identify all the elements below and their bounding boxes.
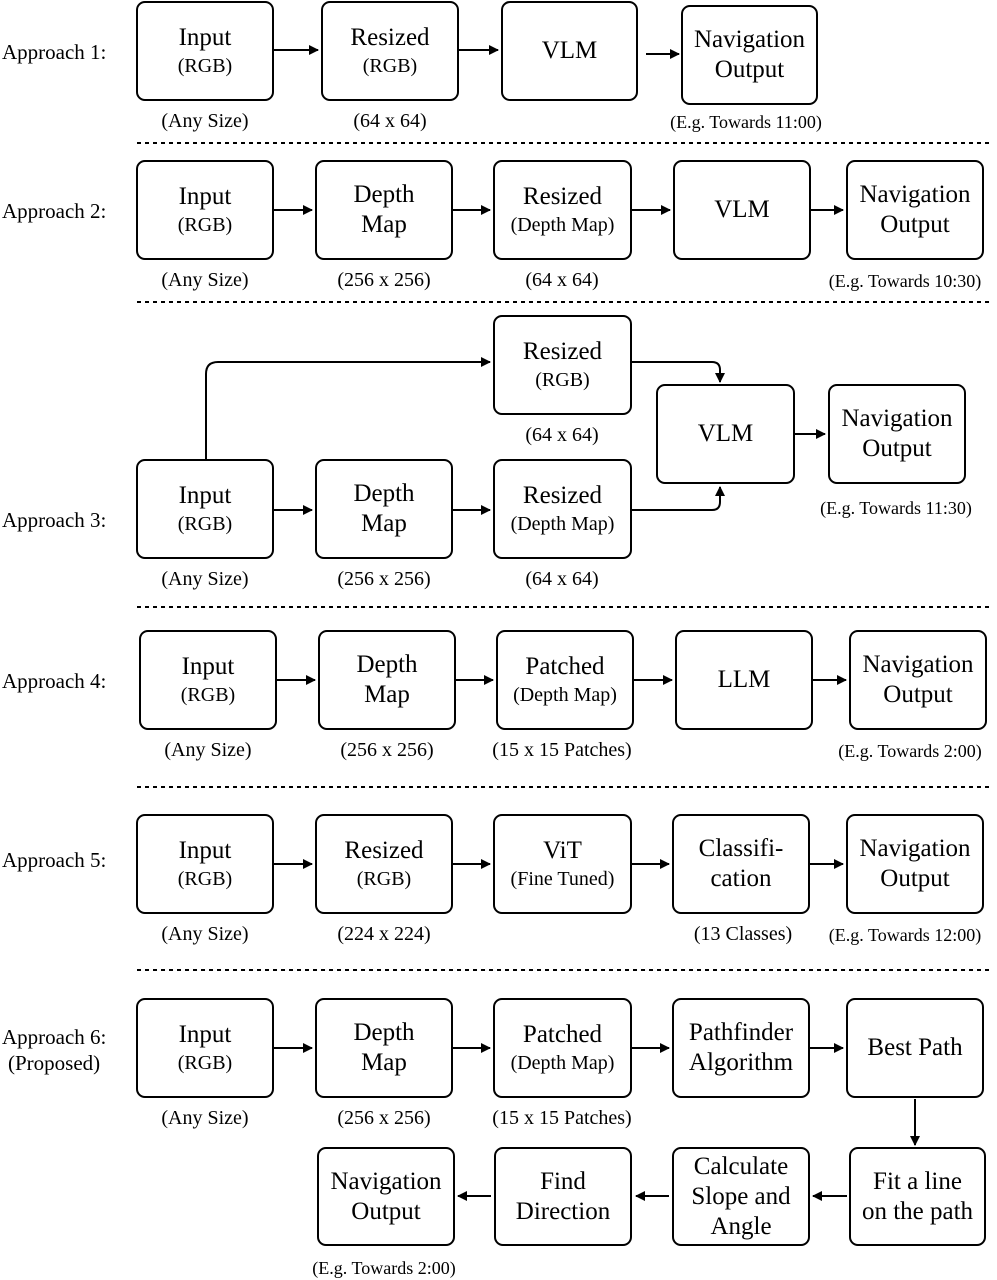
input-rgb-box: Input(RGB)	[136, 998, 274, 1098]
caption: (Any Size)	[161, 923, 249, 945]
resized-depth-box: Resized(Depth Map)	[493, 160, 632, 260]
approach-label: Approach 4:	[2, 669, 107, 693]
caption: (Any Size)	[164, 739, 252, 761]
resized-depth-box: Resized(Depth Map)	[493, 459, 632, 559]
approach-label: Approach 1:	[2, 40, 107, 64]
caption: (Any Size)	[161, 269, 249, 291]
caption: (15 x 15 Patches)	[492, 1107, 632, 1129]
input-rgb-box: Input(RGB)	[136, 1, 274, 101]
patched-depth-box: Patched(Depth Map)	[496, 630, 634, 730]
caption: (256 x 256)	[337, 568, 431, 590]
caption: (64 x 64)	[353, 110, 427, 132]
input-rgb-box: Input(RGB)	[136, 459, 274, 559]
caption: (Any Size)	[161, 568, 249, 590]
best-path-box: Best Path	[846, 998, 984, 1098]
approach-label: Approach 6:	[2, 1025, 107, 1049]
caption: (Any Size)	[161, 1107, 249, 1129]
caption: (E.g. Towards 10:30)	[828, 271, 982, 291]
caption: (15 x 15 Patches)	[492, 739, 632, 761]
input-rgb-box: Input(RGB)	[139, 630, 277, 730]
vlm-box: VLM	[656, 384, 795, 484]
caption: (E.g. Towards 11:30)	[820, 498, 972, 518]
vlm-box: VLM	[501, 1, 638, 101]
caption: (E.g. Towards 2:00)	[838, 741, 982, 761]
input-rgb-box: Input(RGB)	[136, 160, 274, 260]
caption: (64 x 64)	[525, 424, 599, 446]
vit-box: ViT(Fine Tuned)	[493, 814, 632, 914]
resized-rgb-box: Resized(RGB)	[493, 315, 632, 415]
approach-label: Approach 2:	[2, 199, 107, 223]
caption: (E.g. Towards 2:00)	[312, 1258, 456, 1278]
llm-box: LLM	[675, 630, 813, 730]
flow-arrow	[632, 486, 725, 511]
approach-sublabel: (Proposed)	[8, 1051, 101, 1075]
caption: (224 x 224)	[337, 923, 431, 945]
approach-label: Approach 3:	[2, 508, 107, 532]
classification-box: Classifi-cation	[672, 814, 810, 914]
input-rgb-box: Input(RGB)	[136, 814, 274, 914]
flow-arrow	[632, 361, 725, 383]
resized-rgb-box: Resized(RGB)	[315, 814, 453, 914]
caption: (Any Size)	[161, 110, 249, 132]
approach-label: Approach 5:	[2, 848, 107, 872]
caption: (256 x 256)	[340, 739, 434, 761]
caption: (E.g. Towards 11:00)	[670, 112, 822, 132]
resized-rgb-box: Resized(RGB)	[321, 1, 459, 101]
caption: (13 Classes)	[693, 923, 793, 945]
caption: (64 x 64)	[525, 568, 599, 590]
vlm-box: VLM	[673, 160, 811, 260]
caption: (256 x 256)	[337, 1107, 431, 1129]
caption: (64 x 64)	[525, 269, 599, 291]
patched-depth-box: Patched(Depth Map)	[493, 998, 632, 1098]
caption: (E.g. Towards 12:00)	[828, 925, 982, 945]
flow-arrow	[205, 357, 491, 459]
caption: (256 x 256)	[337, 269, 431, 291]
